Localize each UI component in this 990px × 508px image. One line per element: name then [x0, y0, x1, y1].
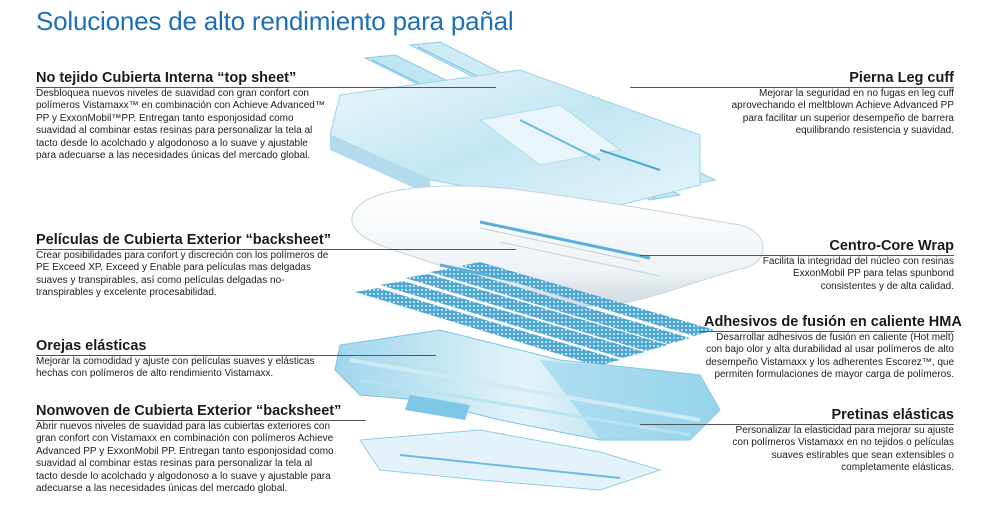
annotation-body: Desbloquea nuevos niveles de suavidad co… — [36, 88, 325, 162]
leader-line — [640, 424, 954, 425]
annotation-title: No tejido Cubierta Interna “top sheet” — [36, 70, 297, 86]
annotation-top-sheet: No tejido Cubierta Interna “top sheet” D… — [36, 70, 326, 162]
leader-line — [640, 255, 954, 256]
annotation-title: Pretinas elásticas — [831, 407, 954, 423]
annotation-waistbands: Pretinas elásticas Personalizar la elast… — [724, 407, 954, 475]
annotation-backsheet-films: Películas de Cubierta Exterior “backshee… — [36, 232, 336, 300]
annotation-body: Abrir nuevos niveles de suavidad para la… — [36, 421, 334, 495]
annotation-hma: Adhesivos de fusión en caliente HMA Desa… — [704, 314, 962, 382]
annotation-title: Pierna Leg cuff — [849, 70, 954, 86]
annotation-leg-cuff: Pierna Leg cuff Mejorar la seguridad en … — [724, 70, 954, 138]
annotation-body: Mejorar la seguridad en no fugas en leg … — [731, 88, 954, 137]
annotation-backsheet-nonwoven: Nonwoven de Cubierta Exterior “backsheet… — [36, 403, 342, 495]
annotation-core-wrap: Centro-Core Wrap Facilita la integridad … — [744, 238, 954, 293]
leader-line — [36, 87, 496, 88]
back-sheet-layer — [334, 329, 721, 441]
top-sheet-layer — [329, 69, 701, 211]
annotation-body: Personalizar la elasticidad para mejorar… — [732, 425, 954, 474]
annotation-title: Centro-Core Wrap — [829, 238, 954, 254]
outer-nonwoven-layer — [359, 429, 662, 491]
annotation-elastic-ears: Orejas elásticas Mejorar la comodidad y … — [36, 338, 326, 381]
annotation-title: Nonwoven de Cubierta Exterior “backsheet… — [36, 403, 342, 419]
annotation-body: Desarrollar adhesivos de fusión en calie… — [705, 332, 954, 381]
adhesive-strips — [355, 262, 715, 366]
leader-line — [630, 87, 954, 88]
absorbent-core-pad — [351, 185, 764, 307]
annotation-title: Películas de Cubierta Exterior “backshee… — [36, 232, 331, 248]
leader-line — [36, 355, 436, 356]
annotation-body: Crear posibilidades para confort y discr… — [36, 250, 329, 299]
annotation-body: Facilita la integridad del núcleo con re… — [762, 256, 954, 292]
leader-line — [36, 420, 366, 421]
page-title: Soluciones de alto rendimiento para paña… — [36, 6, 514, 36]
leader-line — [36, 249, 516, 250]
leader-line — [700, 331, 954, 332]
annotation-body: Mejorar la comodidad y ajuste con pelícu… — [36, 356, 315, 380]
annotation-title: Orejas elásticas — [36, 338, 147, 354]
annotation-title: Adhesivos de fusión en caliente HMA — [704, 314, 962, 330]
